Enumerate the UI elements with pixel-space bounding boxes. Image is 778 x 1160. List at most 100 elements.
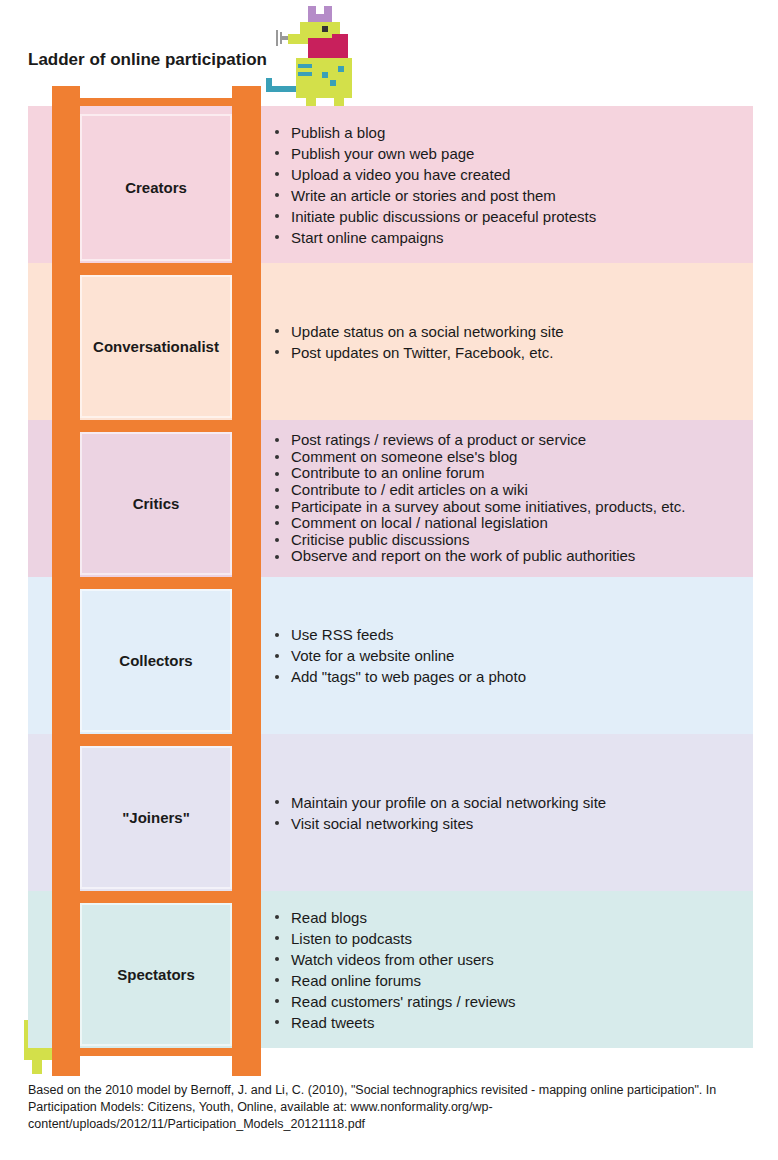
ladder-rung: [52, 263, 261, 275]
level-label: Critics: [133, 495, 180, 512]
activity-item: Upload a video you have created: [271, 164, 747, 185]
pixel: [276, 30, 278, 46]
ladder-rung: [52, 891, 261, 903]
bullet-dot: [275, 978, 279, 982]
pixel: [308, 6, 316, 14]
activity-item: Vote for a website online: [271, 645, 747, 666]
bullet-dot: [275, 455, 279, 459]
activity-list: Use RSS feedsVote for a website onlineAd…: [271, 577, 747, 734]
activity-item: Comment on someone else's blog: [271, 449, 747, 466]
pixel: [324, 6, 332, 14]
activity-item: Write an article or stories and post the…: [271, 185, 747, 206]
pixel: [288, 34, 308, 44]
level-label: Creators: [125, 179, 187, 196]
activity-item: Visit social networking sites: [271, 813, 747, 834]
level-box: Conversationalist: [80, 275, 232, 418]
critter-top: [266, 6, 352, 112]
level-box: "Joiners": [80, 746, 232, 889]
participation-band: Maintain your profile on a social networ…: [28, 734, 753, 891]
participation-band: Publish a blogPublish your own web pageU…: [28, 106, 753, 263]
pixel: [266, 86, 296, 92]
activity-item: Read blogs: [271, 907, 747, 928]
pixel: [298, 64, 312, 68]
bullet-dot: [275, 235, 279, 239]
activity-list: Read blogsListen to podcastsWatch videos…: [271, 891, 747, 1048]
activity-item: Publish your own web page: [271, 143, 747, 164]
level-label: "Joiners": [122, 809, 190, 826]
ladder-rung: [52, 734, 261, 746]
activity-item: Add "tags" to web pages or a photo: [271, 666, 747, 687]
activity-item: Listen to podcasts: [271, 928, 747, 949]
bullet-dot: [275, 505, 279, 509]
ladder-rung: [52, 420, 261, 432]
pixel: [322, 26, 328, 32]
participation-band: Post ratings / reviews of a product or s…: [28, 420, 753, 577]
participation-band: Read blogsListen to podcastsWatch videos…: [28, 891, 753, 1048]
level-label: Conversationalist: [93, 338, 219, 355]
activity-list: Publish a blogPublish your own web pageU…: [271, 106, 747, 263]
pixel: [298, 72, 312, 76]
title: Ladder of online participation: [28, 50, 267, 70]
bullet-dot: [275, 329, 279, 333]
pixel: [322, 72, 328, 78]
activity-item: Criticise public discussions: [271, 532, 747, 549]
activity-list: Post ratings / reviews of a product or s…: [271, 420, 747, 577]
activity-item: Read customers' ratings / reviews: [271, 991, 747, 1012]
ladder-rung: [52, 98, 261, 106]
ladder-rung: [52, 577, 261, 589]
level-box: Creators: [80, 114, 232, 261]
pixel: [308, 38, 332, 58]
source-caption: Based on the 2010 model by Bernoff, J. a…: [28, 1082, 763, 1133]
bullet-dot: [275, 821, 279, 825]
bullet-dot: [275, 521, 279, 525]
bullet-dot: [275, 172, 279, 176]
activity-item: Watch videos from other users: [271, 949, 747, 970]
pixel: [338, 66, 344, 72]
pixel: [32, 1060, 42, 1074]
activity-item: Publish a blog: [271, 122, 747, 143]
activity-item: Use RSS feeds: [271, 624, 747, 645]
activity-item: Observe and report on the work of public…: [271, 548, 747, 565]
bullet-dot: [275, 957, 279, 961]
pixel: [308, 14, 332, 22]
bullet-dot: [275, 1020, 279, 1024]
pixel: [282, 36, 288, 40]
activity-item: Start online campaigns: [271, 227, 747, 248]
pixel: [296, 58, 352, 98]
pixel: [330, 80, 336, 86]
participation-band: Use RSS feedsVote for a website onlineAd…: [28, 577, 753, 734]
bullet-dot: [275, 675, 279, 679]
bullet-dot: [275, 800, 279, 804]
ladder-rung: [52, 1048, 261, 1056]
activity-item: Maintain your profile on a social networ…: [271, 792, 747, 813]
level-label: Collectors: [119, 652, 192, 669]
bullet-dot: [275, 214, 279, 218]
activity-list: Maintain your profile on a social networ…: [271, 734, 747, 891]
activity-item: Read tweets: [271, 1012, 747, 1033]
pixel: [266, 78, 272, 86]
bullet-dot: [275, 472, 279, 476]
bullet-dot: [275, 130, 279, 134]
activity-item: Post ratings / reviews of a product or s…: [271, 432, 747, 449]
participation-band: Update status on a social networking sit…: [28, 263, 753, 420]
level-box: Critics: [80, 432, 232, 575]
bullet-dot: [275, 151, 279, 155]
bullet-dot: [275, 350, 279, 354]
bullet-dot: [275, 488, 279, 492]
activity-item: Contribute to an online forum: [271, 465, 747, 482]
bullet-dot: [275, 999, 279, 1003]
level-box: Spectators: [80, 903, 232, 1046]
activity-item: Update status on a social networking sit…: [271, 321, 747, 342]
bullet-dot: [275, 654, 279, 658]
activity-item: Comment on local / national legislation: [271, 515, 747, 532]
bullet-dot: [275, 193, 279, 197]
activity-item: Read online forums: [271, 970, 747, 991]
bullet-dot: [275, 633, 279, 637]
activity-list: Update status on a social networking sit…: [271, 263, 747, 420]
bullet-dot: [275, 555, 279, 559]
activity-item: Post updates on Twitter, Facebook, etc.: [271, 342, 747, 363]
activity-item: Contribute to / edit articles on a wiki: [271, 482, 747, 499]
bullet-dot: [275, 915, 279, 919]
bullet-dot: [275, 538, 279, 542]
activity-item: Initiate public discussions or peaceful …: [271, 206, 747, 227]
